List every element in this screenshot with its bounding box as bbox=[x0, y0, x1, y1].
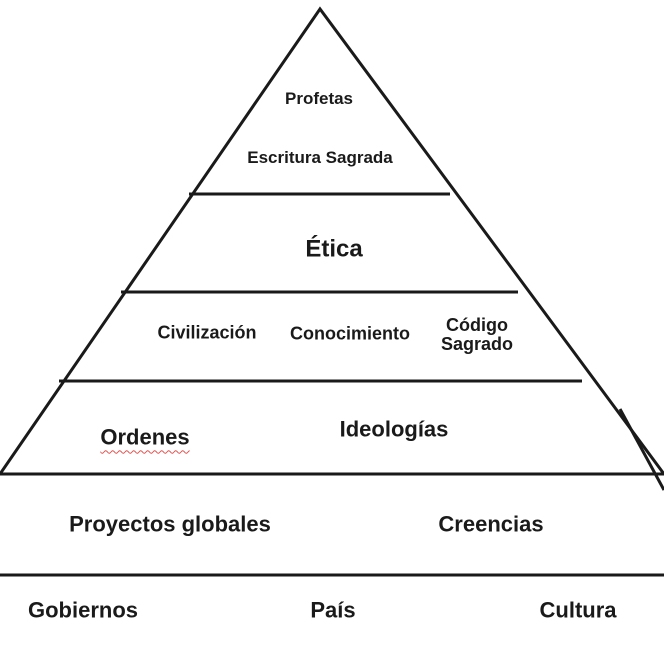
label-creencias: Creencias bbox=[438, 511, 544, 537]
label-cultura: Cultura bbox=[539, 597, 617, 623]
label-ordenes: Ordenes bbox=[100, 425, 189, 448]
label-civilizacion: Civilización bbox=[157, 322, 257, 343]
label-sagrado: Sagrado bbox=[440, 334, 514, 354]
label-pais: País bbox=[310, 597, 356, 623]
label-codigo: Código bbox=[446, 315, 508, 336]
label-profetas: Profetas bbox=[284, 89, 354, 109]
label-ideologias: Ideologías bbox=[339, 416, 449, 442]
label-codigo-sagrado: Código Sagrado bbox=[441, 316, 513, 354]
label-ordenes-text: Ordenes bbox=[100, 424, 190, 450]
label-etica: Ética bbox=[305, 235, 363, 263]
label-gobiernos: Gobiernos bbox=[27, 597, 139, 623]
pyramid-right-edge-extension bbox=[618, 408, 664, 491]
label-conocimiento: Conocimiento bbox=[290, 323, 410, 344]
label-escritura-sagrada: Escritura Sagrada bbox=[247, 148, 393, 168]
label-proyectos-globales: Proyectos globales bbox=[69, 511, 271, 537]
